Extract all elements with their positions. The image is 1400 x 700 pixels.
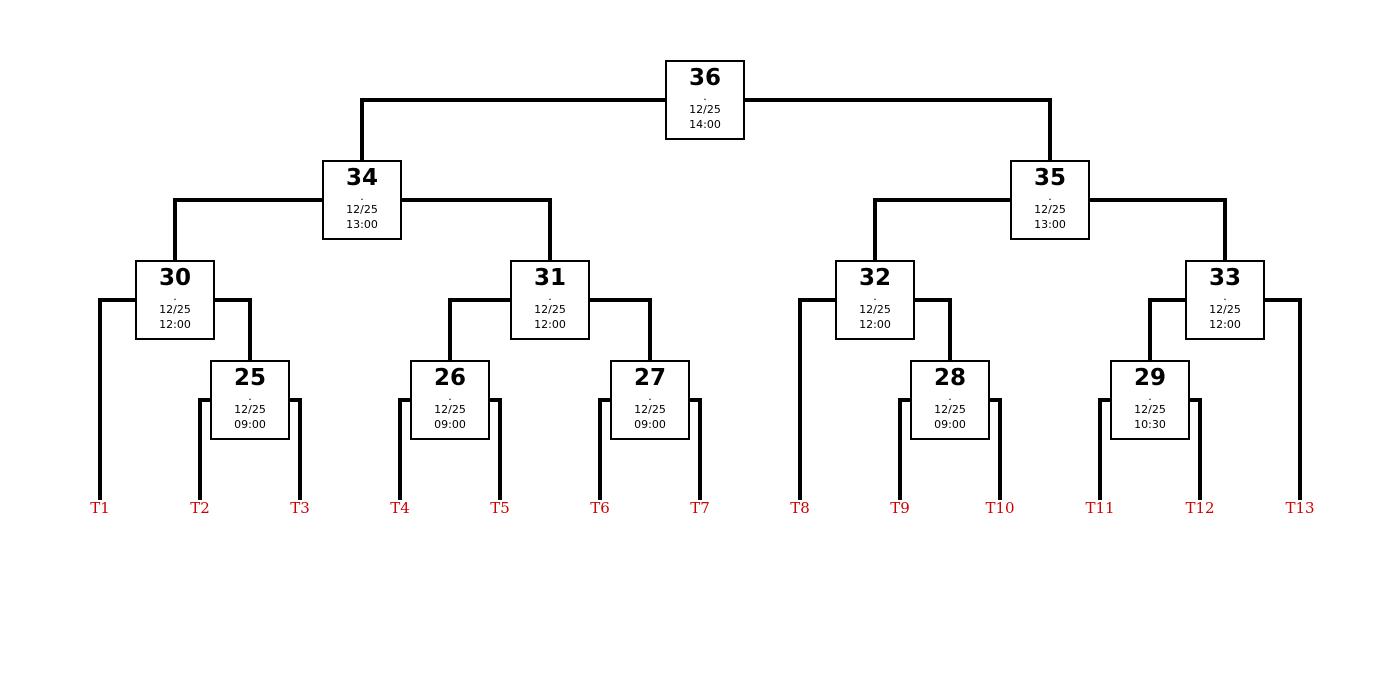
connector-m33-m29	[1148, 298, 1185, 360]
match-dot: .	[703, 90, 707, 103]
match-number: 28	[933, 365, 966, 391]
team-label-t2: T2	[190, 499, 210, 517]
match-dot: .	[1048, 190, 1052, 203]
connector-m34-m30	[173, 198, 322, 260]
match-date: 12/25	[859, 303, 891, 316]
match-box-36: 36.12/25 14:00	[665, 60, 745, 140]
team-label-t13: T13	[1285, 499, 1315, 517]
match-box-28: 28.12/25 09:00	[910, 360, 990, 440]
team-label-t5: T5	[490, 499, 510, 517]
match-number: 34	[345, 165, 378, 191]
connector-m27-t7	[690, 398, 702, 500]
match-dot: .	[873, 290, 877, 303]
match-date: 12/25	[1209, 303, 1241, 316]
connector-m26-t5	[490, 398, 502, 500]
match-dot: .	[1148, 390, 1152, 403]
team-label-t4: T4	[390, 499, 410, 517]
connector-m36-m34	[360, 98, 665, 160]
connector-m33-t13	[1265, 298, 1302, 500]
match-date: 12/25	[1034, 203, 1066, 216]
connector-m30-m25	[215, 298, 252, 360]
connector-m35-m33	[1090, 198, 1227, 260]
match-box-31: 31.12/25 12:00	[510, 260, 590, 340]
team-label-t12: T12	[1185, 499, 1215, 517]
match-number: 27	[633, 365, 666, 391]
match-dot: .	[1223, 290, 1227, 303]
match-number: 33	[1208, 265, 1241, 291]
match-box-26: 26.12/25 09:00	[410, 360, 490, 440]
match-number: 35	[1033, 165, 1066, 191]
team-label-t11: T11	[1085, 499, 1115, 517]
connector-m30-t1	[98, 298, 135, 500]
match-number: 32	[858, 265, 891, 291]
connector-m29-t12	[1190, 398, 1202, 500]
connector-m32-t8	[798, 298, 835, 500]
match-number: 36	[688, 65, 721, 91]
connector-m31-m26	[448, 298, 510, 360]
connector-m28-t10	[990, 398, 1002, 500]
match-date: 12/25	[159, 303, 191, 316]
match-dot: .	[548, 290, 552, 303]
match-box-29: 29.12/25 10:30	[1110, 360, 1190, 440]
match-time: 12:00	[859, 318, 891, 331]
connector-m36-m35	[745, 98, 1052, 160]
match-time: 13:00	[346, 218, 378, 231]
match-box-32: 32.12/25 12:00	[835, 260, 915, 340]
team-label-t6: T6	[590, 499, 610, 517]
match-date: 12/25	[689, 103, 721, 116]
match-time: 10:30	[1134, 418, 1166, 431]
match-time: 09:00	[234, 418, 266, 431]
match-date: 12/25	[234, 403, 266, 416]
match-dot: .	[360, 190, 364, 203]
match-number: 25	[233, 365, 266, 391]
match-date: 12/25	[634, 403, 666, 416]
match-box-35: 35.12/25 13:00	[1010, 160, 1090, 240]
connector-m25-t2	[198, 398, 210, 500]
match-number: 29	[1133, 365, 1166, 391]
connector-m32-m28	[915, 298, 952, 360]
team-label-t8: T8	[790, 499, 810, 517]
match-box-27: 27.12/25 09:00	[610, 360, 690, 440]
match-date: 12/25	[1134, 403, 1166, 416]
connector-m34-m31	[402, 198, 552, 260]
match-time: 09:00	[934, 418, 966, 431]
match-number: 30	[158, 265, 191, 291]
match-date: 12/25	[534, 303, 566, 316]
match-time: 12:00	[534, 318, 566, 331]
connector-m27-t6	[598, 398, 610, 500]
match-box-34: 34.12/25 13:00	[322, 160, 402, 240]
connector-m31-m27	[590, 298, 652, 360]
team-label-t1: T1	[90, 499, 110, 517]
match-time: 14:00	[689, 118, 721, 131]
match-dot: .	[648, 390, 652, 403]
match-date: 12/25	[434, 403, 466, 416]
team-label-t3: T3	[290, 499, 310, 517]
connector-m35-m32	[873, 198, 1010, 260]
team-label-t7: T7	[690, 499, 710, 517]
match-time: 09:00	[434, 418, 466, 431]
match-time: 13:00	[1034, 218, 1066, 231]
connector-m28-t9	[898, 398, 910, 500]
match-date: 12/25	[346, 203, 378, 216]
match-time: 09:00	[634, 418, 666, 431]
match-time: 12:00	[159, 318, 191, 331]
match-box-33: 33.12/25 12:00	[1185, 260, 1265, 340]
match-dot: .	[248, 390, 252, 403]
match-box-30: 30.12/25 12:00	[135, 260, 215, 340]
match-box-25: 25.12/25 09:00	[210, 360, 290, 440]
connector-m26-t4	[398, 398, 410, 500]
team-label-t9: T9	[890, 499, 910, 517]
match-dot: .	[173, 290, 177, 303]
connector-m25-t3	[290, 398, 302, 500]
match-date: 12/25	[934, 403, 966, 416]
match-dot: .	[448, 390, 452, 403]
match-time: 12:00	[1209, 318, 1241, 331]
connector-m29-t11	[1098, 398, 1110, 500]
match-number: 31	[533, 265, 566, 291]
team-label-t10: T10	[985, 499, 1015, 517]
match-number: 26	[433, 365, 466, 391]
match-dot: .	[948, 390, 952, 403]
